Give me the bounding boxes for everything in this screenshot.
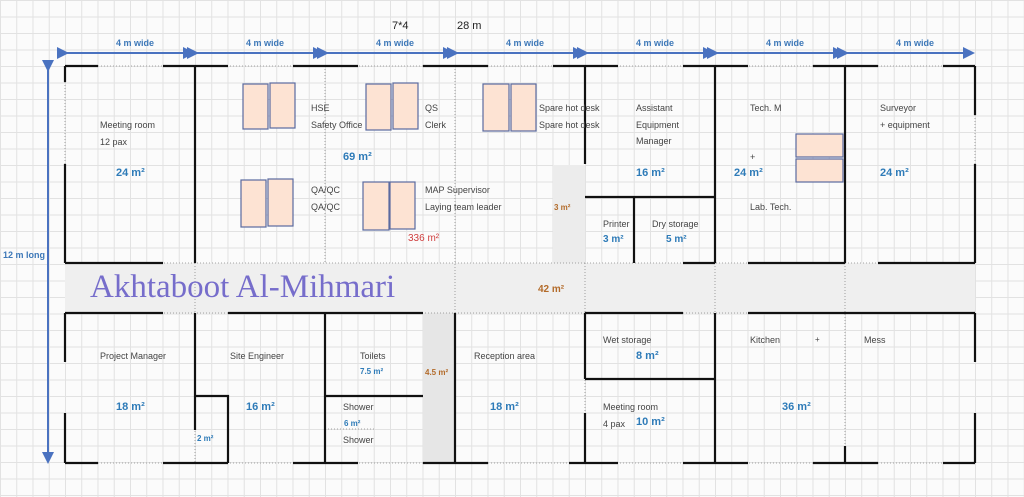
room-label: Meeting room bbox=[100, 120, 156, 130]
room-label: + bbox=[750, 152, 756, 162]
desk bbox=[392, 82, 419, 130]
walls bbox=[63, 64, 977, 465]
room-area: 18 m² bbox=[490, 401, 519, 413]
desk bbox=[362, 181, 390, 231]
width-label: 4 m wide bbox=[506, 38, 545, 48]
room-area: 18 m² bbox=[116, 401, 145, 413]
room-area: 5 m² bbox=[666, 234, 687, 245]
length-label: 12 m long bbox=[3, 250, 46, 260]
desk-label: QA/QC bbox=[311, 185, 341, 195]
room-area: 3 m² bbox=[603, 234, 624, 245]
room-area: 16 m² bbox=[636, 167, 665, 179]
room-label: Shower bbox=[343, 435, 374, 445]
room-area: 6 m² bbox=[344, 419, 361, 428]
desk bbox=[365, 83, 392, 131]
width-label: 4 m wide bbox=[896, 38, 935, 48]
room-area: 24 m² bbox=[116, 167, 145, 179]
room-label: + bbox=[815, 335, 820, 344]
desks bbox=[240, 82, 844, 231]
room-label: Kitchen bbox=[750, 335, 781, 345]
room-label: Manager bbox=[636, 136, 672, 146]
room-area: 8 m² bbox=[636, 350, 659, 362]
desk-label: MAP Supervisor bbox=[425, 185, 490, 195]
formula-label: 7*4 bbox=[392, 20, 409, 32]
room-label: Project Manager bbox=[100, 351, 167, 361]
desk bbox=[482, 83, 510, 132]
desk-label: QA/QC bbox=[311, 202, 341, 212]
room-label: Site Engineer bbox=[230, 351, 285, 361]
room-label: Lab. Tech. bbox=[750, 202, 792, 212]
room-label: Meeting room bbox=[603, 402, 659, 412]
niche-strip bbox=[553, 165, 585, 263]
desk bbox=[267, 178, 294, 227]
watermark: Akhtaboot Al-Mihmari bbox=[90, 269, 396, 305]
room-label: Mess bbox=[864, 335, 886, 345]
desk-label: Clerk bbox=[425, 120, 447, 130]
room-area: 2 m² bbox=[197, 434, 214, 443]
desk bbox=[389, 181, 416, 230]
niche-area: 3 m² bbox=[554, 203, 571, 212]
desk-label: Laying team leader bbox=[425, 202, 502, 212]
width-label: 4 m wide bbox=[116, 38, 155, 48]
room-label: Tech. M bbox=[750, 103, 782, 113]
room-area: 36 m² bbox=[782, 401, 811, 413]
room-label: Printer bbox=[603, 219, 630, 229]
width-label: 4 m wide bbox=[636, 38, 675, 48]
room-area: 7.5 m² bbox=[360, 367, 384, 376]
room-label: Equipment bbox=[636, 120, 680, 130]
desk bbox=[510, 83, 537, 132]
desk-label: HSE bbox=[311, 103, 330, 113]
desk bbox=[269, 82, 296, 129]
total-length-label: 28 m bbox=[457, 20, 482, 32]
desk-label: Spare hot desk bbox=[539, 120, 600, 130]
room-sub: 4 pax bbox=[603, 419, 626, 429]
desk-label: Safety Office bbox=[311, 120, 363, 130]
desk bbox=[795, 133, 844, 158]
room-area: 10 m² bbox=[636, 416, 665, 428]
desk-label: Spare hot desk bbox=[539, 103, 600, 113]
desk bbox=[242, 83, 269, 130]
corridor bbox=[65, 263, 975, 313]
room-area: 69 m² bbox=[343, 151, 372, 163]
room-label: Surveyor bbox=[880, 103, 917, 113]
total-area: 336 m² bbox=[408, 233, 440, 244]
room-label: Toilets bbox=[360, 351, 386, 361]
room-area: 24 m² bbox=[734, 167, 763, 179]
room-area: 16 m² bbox=[246, 401, 275, 413]
room-label: Wet storage bbox=[603, 335, 652, 345]
room-label: Dry storage bbox=[652, 219, 699, 229]
desk-label: QS bbox=[425, 103, 439, 113]
dimension-arrows bbox=[42, 47, 975, 464]
room-label: + equipment bbox=[880, 120, 930, 130]
room-label: Shower bbox=[343, 402, 374, 412]
passage-area: 4.5 m² bbox=[425, 368, 449, 377]
room-sub: 12 pax bbox=[100, 137, 128, 147]
corridor-area: 42 m² bbox=[538, 284, 565, 295]
room-label: Assistant bbox=[636, 103, 673, 113]
room-area: 24 m² bbox=[880, 167, 909, 179]
width-label: 4 m wide bbox=[766, 38, 805, 48]
desk bbox=[240, 179, 267, 228]
desk bbox=[795, 158, 844, 183]
room-label: Reception area bbox=[474, 351, 536, 361]
passage-strip bbox=[423, 313, 455, 463]
width-label: 4 m wide bbox=[376, 38, 415, 48]
width-label: 4 m wide bbox=[246, 38, 285, 48]
